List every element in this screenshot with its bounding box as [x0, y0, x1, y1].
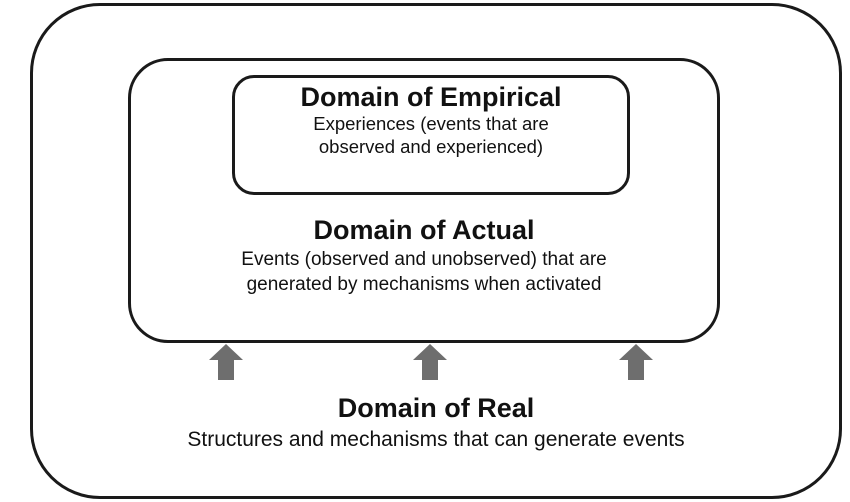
domain-real-label: Domain of Real Structures and mechanisms… [30, 393, 842, 453]
domain-real-description: Structures and mechanisms that can gener… [187, 428, 685, 451]
domain-empirical-description-line: Experiences (events that are [313, 113, 549, 134]
domain-empirical-title: Domain of Empirical [300, 82, 562, 112]
up-arrow-icon [209, 344, 243, 380]
domain-empirical-description: Experiences (events that are observed an… [232, 112, 630, 158]
up-arrow-icon [619, 344, 653, 380]
domain-empirical-box [232, 75, 630, 195]
domain-actual-description: Events (observed and unobserved) that ar… [128, 247, 720, 297]
domain-actual-label: Domain of Actual Events (observed and un… [128, 215, 720, 297]
domain-real-title: Domain of Real [337, 393, 535, 423]
domain-actual-description-line: generated by mechanisms when activated [246, 274, 602, 295]
domain-empirical-description-line: observed and experienced) [318, 136, 544, 157]
domain-actual-description-line: Events (observed and unobserved) that ar… [241, 249, 607, 270]
up-arrow-icon [413, 344, 447, 380]
domain-actual-title: Domain of Actual [313, 215, 535, 245]
domain-empirical-label: Domain of Empirical Experiences (events … [232, 82, 630, 158]
